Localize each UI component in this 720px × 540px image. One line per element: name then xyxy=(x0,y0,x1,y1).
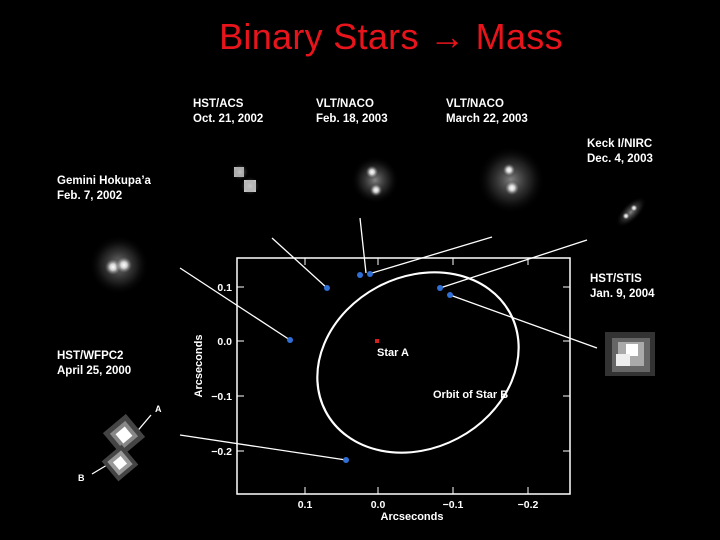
connector-line xyxy=(439,239,588,289)
instrument-label: HST/WFPC2 xyxy=(57,350,124,362)
y-tick-label: 0.0 xyxy=(217,336,232,348)
orbit-points xyxy=(287,271,453,463)
axis-ticks xyxy=(237,258,570,494)
observation-point xyxy=(367,271,373,277)
date-label: March 22, 2003 xyxy=(446,113,528,125)
star-a-marker xyxy=(375,339,379,343)
orbit-label: Orbit of Star B xyxy=(433,389,508,401)
date-label: Feb. 7, 2002 xyxy=(57,190,123,202)
y-axis-label: Arcseconds xyxy=(193,335,205,398)
instrument-label: Gemini Hokupa’a xyxy=(57,175,151,187)
star-image-hst-acs xyxy=(231,163,260,196)
date-label: Dec. 4, 2003 xyxy=(587,153,653,165)
image-label-b: B xyxy=(78,473,85,483)
x-tick-label: −0.2 xyxy=(518,499,539,511)
date-label: Oct. 21, 2002 xyxy=(193,113,264,125)
connector-lines xyxy=(91,217,598,475)
instrument-label: VLT/NACO xyxy=(446,98,504,110)
y-tick-label: −0.1 xyxy=(211,391,232,403)
date-label: Feb. 18, 2003 xyxy=(316,113,388,125)
star-image-keck xyxy=(615,196,647,228)
connector-line xyxy=(449,294,598,349)
instrument-label: VLT/NACO xyxy=(316,98,374,110)
date-label: April 25, 2000 xyxy=(57,365,132,377)
plot-frame xyxy=(236,257,571,495)
star-image-vlt-naco-feb xyxy=(351,156,399,204)
observation-point xyxy=(287,337,293,343)
star-image-hst-stis xyxy=(605,332,655,376)
observation-point xyxy=(357,272,363,278)
star-image-hst-wfpc2 xyxy=(101,413,146,482)
orbit-ellipse xyxy=(316,271,520,454)
obs-label-vlt-naco-feb: VLT/NACO Feb. 18, 2003 xyxy=(316,97,388,127)
x-axis-label: Arcseconds xyxy=(381,511,444,523)
star-image-gemini xyxy=(89,235,149,295)
instrument-label: Keck I/NIRC xyxy=(587,138,653,150)
obs-label-hst-stis: HST/STIS Jan. 9, 2004 xyxy=(590,272,655,302)
star-a-label: Star A xyxy=(377,347,409,359)
star-image-vlt-naco-mar xyxy=(477,146,545,214)
slide-title: Binary Stars → Mass xyxy=(219,16,563,57)
connector-line xyxy=(359,217,367,274)
connector-line xyxy=(271,237,328,289)
x-tick-label: −0.1 xyxy=(443,499,464,511)
obs-label-vlt-naco-mar: VLT/NACO March 22, 2003 xyxy=(446,97,528,127)
x-tick-label: 0.1 xyxy=(298,499,313,511)
x-tick-label: 0.0 xyxy=(371,499,386,511)
instrument-label: HST/STIS xyxy=(590,273,642,285)
obs-label-keck: Keck I/NIRC Dec. 4, 2003 xyxy=(587,137,653,167)
instrument-label: HST/ACS xyxy=(193,98,244,110)
obs-label-hst-wfpc2: HST/WFPC2 April 25, 2000 xyxy=(57,349,131,379)
observation-point xyxy=(437,285,443,291)
y-tick-label: −0.2 xyxy=(211,446,232,458)
connector-line xyxy=(371,236,493,274)
obs-label-gemini: Gemini Hokupa’a Feb. 7, 2002 xyxy=(57,174,151,204)
image-label-a: A xyxy=(155,404,162,414)
observation-point xyxy=(324,285,330,291)
observation-point xyxy=(447,292,453,298)
y-tick-label: 0.1 xyxy=(217,282,232,294)
obs-label-hst-acs: HST/ACS Oct. 21, 2002 xyxy=(193,97,263,127)
connector-line xyxy=(179,434,347,461)
observation-point xyxy=(343,457,349,463)
date-label: Jan. 9, 2004 xyxy=(590,288,655,300)
connector-line xyxy=(179,267,291,341)
